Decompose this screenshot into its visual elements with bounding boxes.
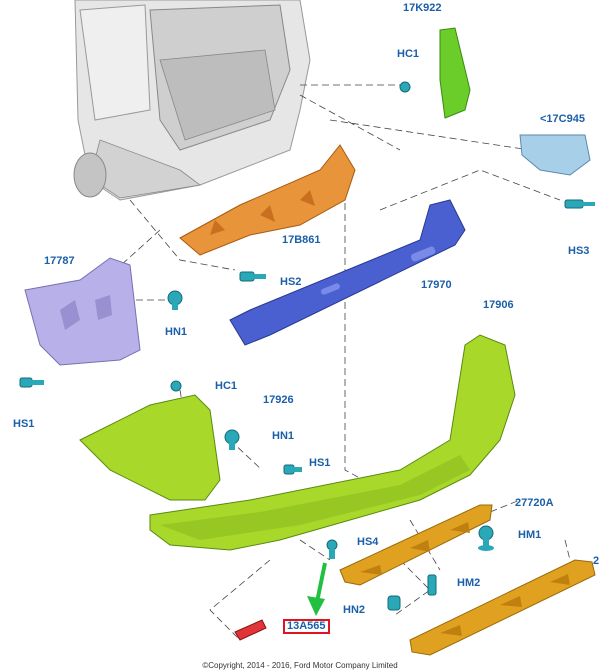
copyright-notice: ©Copyright, 2014 - 2016, Ford Motor Comp… xyxy=(202,661,398,670)
clip-hn1-bumper-icon xyxy=(224,429,240,450)
label-17C945: <17C945 xyxy=(540,113,585,125)
lamp-strip-lower xyxy=(409,559,596,656)
label-hm1: HM1 xyxy=(518,529,542,541)
corner-piece-17926 xyxy=(79,394,221,501)
bolt-hs1-left-icon xyxy=(19,377,44,388)
label-17926: 17926 xyxy=(263,394,294,406)
clip-hn2-icon xyxy=(387,595,401,611)
label-hs2: HS2 xyxy=(280,276,302,288)
label-hc1-bumper: HC1 xyxy=(215,380,238,392)
bumper-cover-17906 xyxy=(149,334,516,551)
clip-hc1-bottom-icon xyxy=(170,380,182,392)
lamp-strip-27720A xyxy=(339,504,493,586)
bolt-hs2-icon xyxy=(239,271,266,282)
bracket-17B861 xyxy=(179,144,356,256)
label-hs4: HS4 xyxy=(357,536,379,548)
clip-hm2-icon xyxy=(427,574,437,596)
label-hn1-bumper: HN1 xyxy=(272,430,295,442)
label-hm2: HM2 xyxy=(457,577,481,589)
clip-hc1-top-icon xyxy=(399,81,411,93)
clip-hn1-left-icon xyxy=(167,290,183,310)
reflector-13A565 xyxy=(234,619,267,641)
vehicle-rear-illustration xyxy=(73,0,311,201)
label-2-partial: 2 xyxy=(593,555,600,567)
clip-hm1-icon xyxy=(478,525,494,551)
indicator-arrow-icon xyxy=(307,562,327,616)
label-hs1-left: HS1 xyxy=(13,418,35,430)
bracket-17C945 xyxy=(519,134,591,176)
label-hn1-left: HN1 xyxy=(165,326,188,338)
label-17906: 17906 xyxy=(483,299,514,311)
bracket-17K922 xyxy=(439,27,471,119)
bolt-hs1-bumper-icon xyxy=(283,464,302,475)
beam-17970 xyxy=(229,199,466,346)
label-hc1-top: HC1 xyxy=(397,48,420,60)
label-13A565-highlighted: 13A565 xyxy=(283,619,330,634)
label-17787: 17787 xyxy=(44,255,75,267)
bracket-17787 xyxy=(24,257,141,366)
bolt-hs4-icon xyxy=(326,539,338,559)
label-27720A: 27720A xyxy=(515,497,554,509)
label-17970: 17970 xyxy=(421,279,452,291)
label-hs3: HS3 xyxy=(568,245,590,257)
label-17K922: 17K922 xyxy=(403,2,442,14)
label-hs1-bumper: HS1 xyxy=(309,457,331,469)
label-hn2: HN2 xyxy=(343,604,366,616)
label-17B861: 17B861 xyxy=(282,234,321,246)
bolt-hs3-icon xyxy=(564,199,595,209)
